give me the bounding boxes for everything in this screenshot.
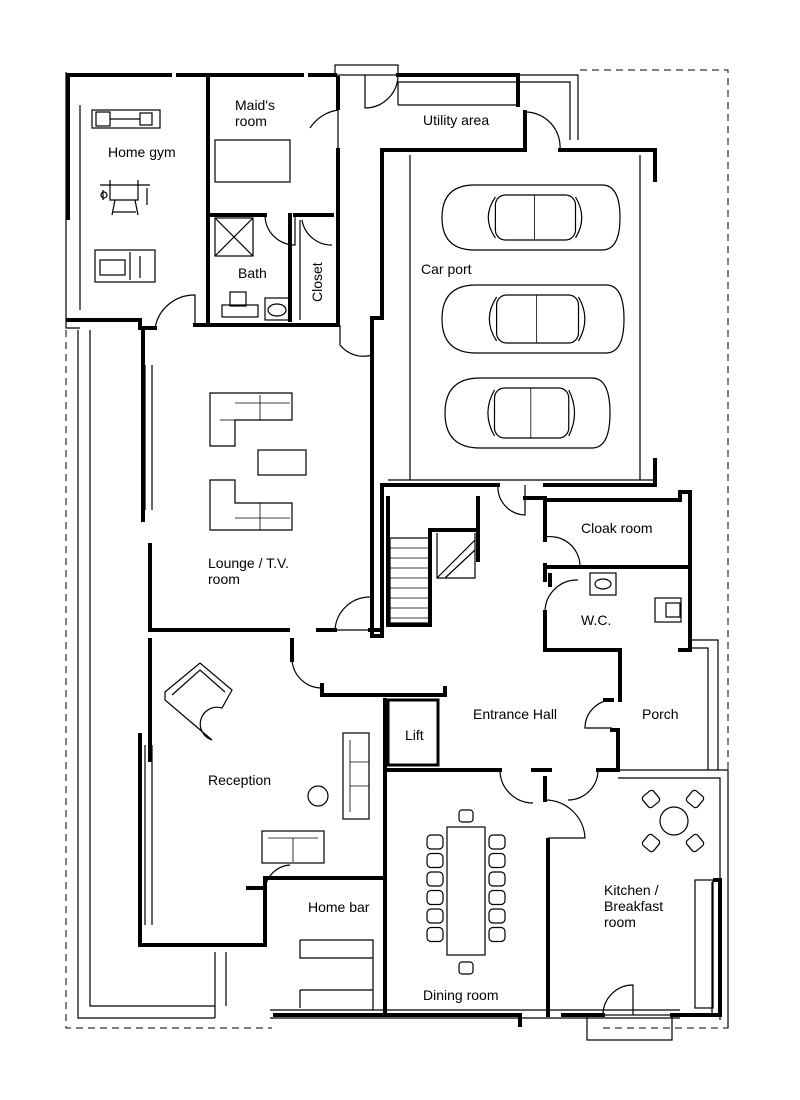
wc-fixtures <box>589 572 682 623</box>
car <box>444 377 611 449</box>
label-cloak-room: Cloak room <box>581 520 653 536</box>
maid-furniture <box>214 139 291 321</box>
dining-chair <box>426 889 444 906</box>
label-maids-room-2: room <box>235 113 267 129</box>
label-utility-area: Utility area <box>423 112 489 128</box>
dining-chair <box>426 871 444 887</box>
wall-details <box>79 81 721 1015</box>
car <box>441 184 621 251</box>
dining-chair <box>488 889 506 906</box>
label-car-port: Car port <box>421 261 472 277</box>
room-labels: Home gym Maid's room Utility area Bath C… <box>108 97 679 1003</box>
label-wc: W.C. <box>581 612 611 628</box>
cars <box>441 184 625 449</box>
dining-chair <box>426 834 444 850</box>
site-boundary <box>580 69 729 1029</box>
label-reception: Reception <box>208 772 271 788</box>
label-home-gym: Home gym <box>108 144 176 160</box>
label-porch: Porch <box>642 706 679 722</box>
label-maids-room-1: Maid's <box>235 97 275 113</box>
label-closet: Closet <box>309 262 325 302</box>
lounge-furniture <box>209 392 307 531</box>
dining-chair <box>488 926 506 943</box>
dining-set <box>426 809 506 975</box>
label-entrance-hall: Entrance Hall <box>473 706 557 722</box>
label-lounge-1: Lounge / T.V. <box>208 555 289 571</box>
label-bath: Bath <box>238 265 267 281</box>
bar-furniture <box>299 939 374 1010</box>
dining-chair <box>488 871 506 887</box>
site-boundary-left <box>65 330 272 1029</box>
label-kitchen-3: room <box>604 914 636 930</box>
label-kitchen-1: Kitchen / <box>604 882 659 898</box>
gym-equipment <box>91 109 161 283</box>
label-lounge-2: room <box>208 571 240 587</box>
walls <box>66 73 722 1027</box>
dining-chair <box>426 908 444 924</box>
dining-chair <box>426 852 444 869</box>
dining-chair <box>488 908 506 924</box>
kitchen-furniture <box>641 789 714 1009</box>
dining-chair <box>488 852 506 869</box>
label-kitchen-2: Breakfast <box>604 898 663 914</box>
staircase <box>389 533 476 624</box>
label-lift: Lift <box>405 727 424 743</box>
car <box>441 284 625 354</box>
label-dining-room: Dining room <box>423 987 498 1003</box>
label-home-bar: Home bar <box>308 899 370 915</box>
dining-chair <box>426 926 444 943</box>
reception-furniture <box>164 662 370 864</box>
doors <box>154 64 673 1041</box>
dining-chair <box>488 834 506 850</box>
terrace-lines <box>65 72 729 1028</box>
